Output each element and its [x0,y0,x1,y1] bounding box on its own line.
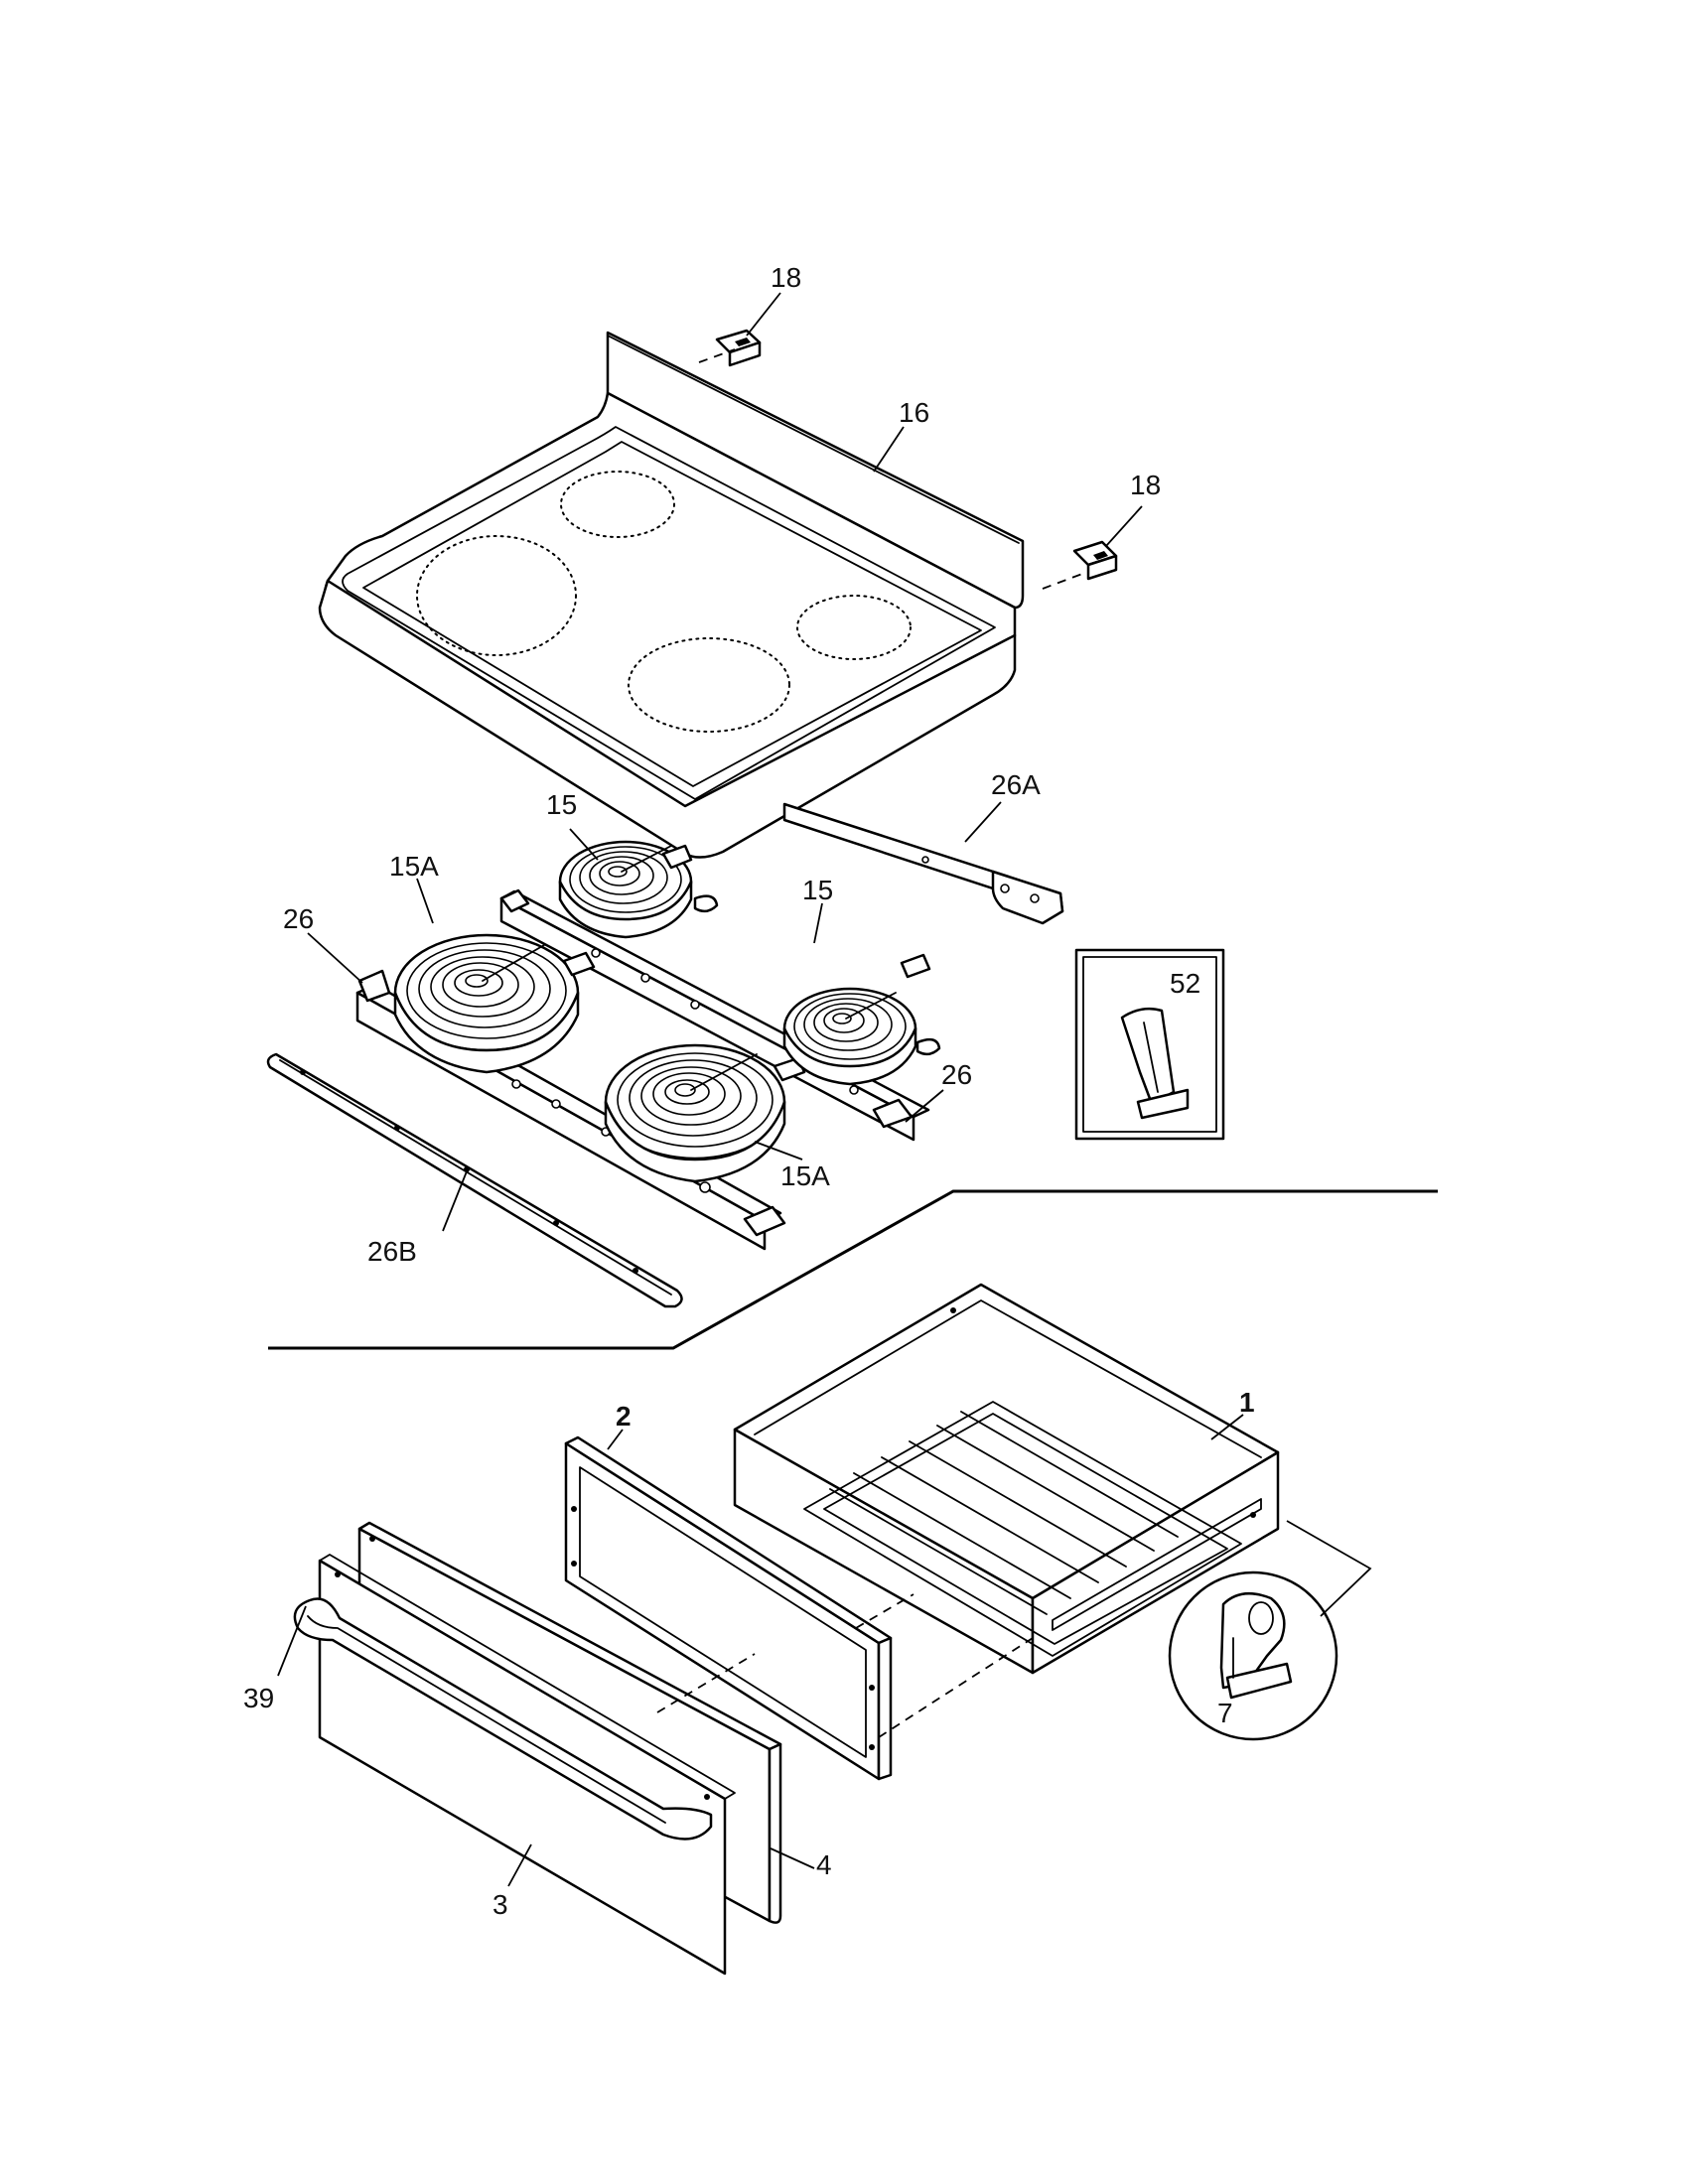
assembly-line-panel [656,1653,756,1713]
inset-part-box[interactable] [1074,948,1225,1141]
callout-26-right: 26 [941,1059,972,1090]
rear-bar[interactable] [782,802,1064,925]
drawer-body[interactable] [733,1283,1280,1675]
callout-4: 4 [816,1849,832,1880]
callout-26a: 26A [991,769,1041,800]
callout-7: 7 [1217,1698,1233,1728]
drawer-frame[interactable] [564,1435,893,1781]
callout-16: 16 [899,397,929,428]
large-element-left[interactable] [393,933,596,1074]
bracket-left[interactable] [715,329,762,367]
cooktop-top[interactable] [318,331,1025,859]
bracket-right[interactable] [1072,540,1118,581]
callout-15a-left: 15A [389,851,439,882]
callout-2: 2 [616,1401,632,1432]
callout-1: 1 [1239,1387,1255,1418]
large-element-right[interactable] [604,1043,806,1183]
drawer-front-panel[interactable] [318,1554,736,1976]
assembly-line-bracket-right [1042,573,1083,590]
assembly-line-bracket-left [698,348,736,363]
callout-15-right: 15 [802,875,833,905]
front-strip[interactable] [266,1052,683,1308]
callout-15-top: 15 [546,789,577,820]
assembly-line-frame [855,1593,914,1629]
callout-3: 3 [492,1889,508,1920]
callout-26-left: 26 [283,903,314,934]
callout-18-right: 18 [1130,470,1161,500]
callout-52: 52 [1170,968,1200,999]
callout-15a-bottom: 15A [780,1160,830,1191]
callout-39: 39 [243,1683,274,1713]
small-element-right[interactable] [782,953,941,1086]
leader-lines [277,292,1372,1887]
callout-26b: 26B [367,1236,417,1267]
detail-circle[interactable] [1168,1570,1338,1741]
section-divider [268,1189,1438,1350]
callout-18-top: 18 [771,262,801,293]
small-element-top[interactable] [558,840,719,939]
